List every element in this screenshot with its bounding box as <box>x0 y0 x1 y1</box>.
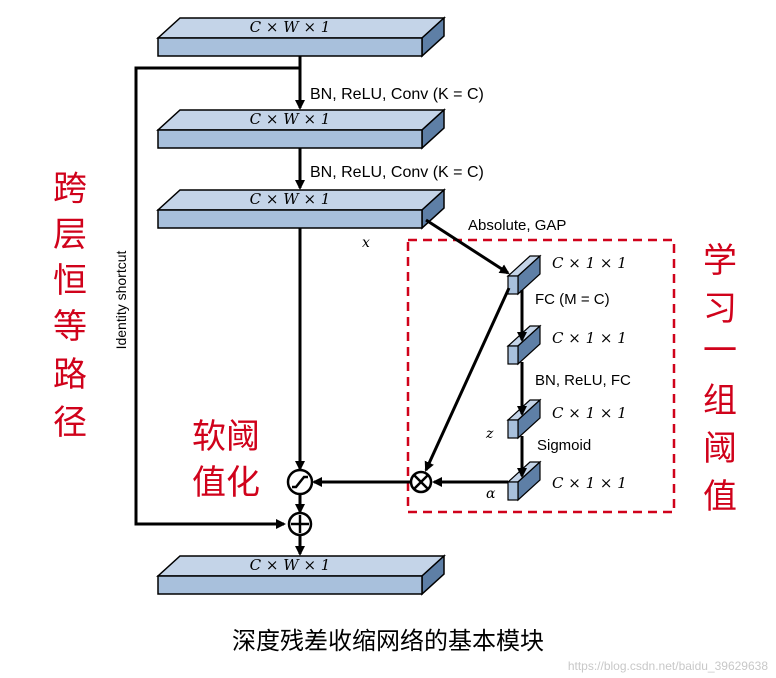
block-bottom: C × W × 1 <box>156 554 446 596</box>
left-cn-char-4: 路 <box>53 355 87 395</box>
edge-label-bn-fc: BN, ReLU, FC <box>535 372 631 389</box>
small-block-3-label: C × 1 × 1 <box>552 404 627 422</box>
soft-threshold-line-1: 值化 <box>192 463 260 503</box>
block-top-label: C × W × 1 <box>250 18 331 36</box>
var-z: z <box>485 426 494 442</box>
soft-threshold-label: 软阈 值化 <box>192 417 260 503</box>
left-cn-char-3: 等 <box>53 307 87 347</box>
small-block-2-label: C × 1 × 1 <box>552 329 627 347</box>
small-block-2: C × 1 × 1 <box>506 324 627 366</box>
block-second-label: C × W × 1 <box>250 110 331 128</box>
small-block-3: C × 1 × 1 <box>506 398 627 440</box>
edge-label-conv2: BN, ReLU, Conv (K = C) <box>310 164 484 181</box>
edge-label-abs-gap: Absolute, GAP <box>468 217 566 234</box>
edge-label-conv1: BN, ReLU, Conv (K = C) <box>310 86 484 103</box>
small-block-1-label: C × 1 × 1 <box>552 254 627 272</box>
branch-arrow-abs-gap <box>425 218 510 275</box>
block-second: C × W × 1 <box>156 108 446 150</box>
right-cn-char-5: 值 <box>703 477 737 517</box>
left-cn-char-1: 层 <box>53 215 87 255</box>
small-block-1: C × 1 × 1 <box>506 254 627 296</box>
abs-gap-to-multiply-arrow <box>424 287 511 472</box>
left-cn-char-0: 跨 <box>53 169 87 209</box>
var-alpha: α <box>486 486 496 502</box>
right-cn-char-4: 阈 <box>703 429 737 469</box>
var-x: x <box>362 235 370 251</box>
identity-shortcut-path <box>134 66 300 529</box>
block-third-label: C × W × 1 <box>250 190 331 208</box>
right-cn-char-3: 组 <box>703 381 737 421</box>
right-cn-char-1: 习 <box>703 289 737 329</box>
add-node <box>287 511 313 537</box>
edge-label-fc1: FC (M = C) <box>535 291 610 308</box>
left-cn-char-5: 径 <box>53 403 87 443</box>
left-cn-char-2: 恒 <box>53 261 87 301</box>
multiply-node <box>409 470 433 494</box>
figure-caption: 深度残差收缩网络的基本模块 <box>232 627 544 655</box>
watermark: https://blog.csdn.net/baidu_39629638 <box>568 659 768 673</box>
edge-label-sigmoid: Sigmoid <box>537 437 591 454</box>
soft-threshold-node <box>286 468 314 496</box>
left-cn-label: 跨 层 恒 等 路 径 <box>53 169 87 443</box>
block-third: C × W × 1 <box>156 188 446 230</box>
small-block-4-label: C × 1 × 1 <box>552 474 627 492</box>
right-cn-label: 学 习 一 组 阈 值 <box>703 241 737 517</box>
identity-shortcut-label: Identity shortcut <box>113 250 129 349</box>
right-cn-char-2: 一 <box>703 331 737 371</box>
block-bottom-label: C × W × 1 <box>250 556 331 574</box>
soft-threshold-line-0: 软阈 <box>192 417 260 457</box>
right-cn-char-0: 学 <box>703 241 737 281</box>
block-top: C × W × 1 <box>156 16 446 58</box>
small-block-4: C × 1 × 1 <box>506 460 627 502</box>
